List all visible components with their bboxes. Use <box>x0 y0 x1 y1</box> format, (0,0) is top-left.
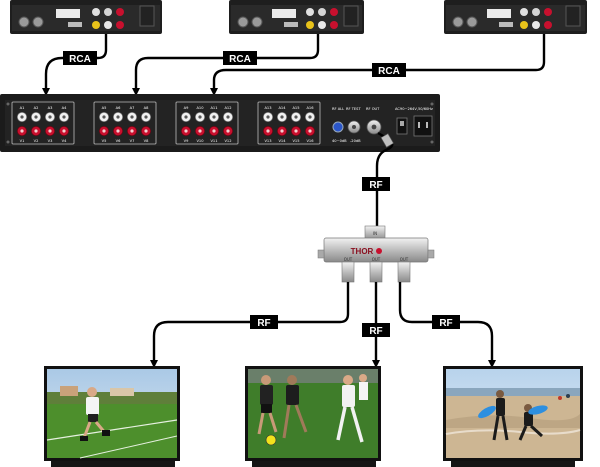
splitter-brand: THOR <box>351 247 374 256</box>
video-port-label: V14 <box>278 139 286 143</box>
video-port-label: V13 <box>264 139 271 143</box>
tv-screen-3 <box>443 366 583 461</box>
svg-text:IN: IN <box>373 231 377 236</box>
svg-text:RF TEST: RF TEST <box>346 107 361 111</box>
audio-port-label: A14 <box>278 106 286 110</box>
video-port-label: V3 <box>48 139 53 143</box>
video-port-label: V5 <box>102 139 107 143</box>
svg-text:RF: RF <box>369 180 382 191</box>
video-port-label: V7 <box>130 139 135 143</box>
audio-port-label: A16 <box>306 106 314 110</box>
audio-port-label: A5 <box>102 106 107 110</box>
svg-text:RF ALL: RF ALL <box>332 107 344 111</box>
rf-splitter: THOR IN OUT OUT OUT <box>317 225 435 283</box>
rf-gain-knob[interactable] <box>332 121 344 133</box>
rf-control-section: RF ALL RF TEST RF OUT 40~0dB -20dB <box>332 107 382 143</box>
audio-port-label: A8 <box>144 106 149 110</box>
audio-port-label: A12 <box>224 106 231 110</box>
receiver-2 <box>229 0 364 34</box>
video-port-label: V9 <box>184 139 189 143</box>
tv-stand-3 <box>451 461 575 467</box>
svg-text:RCA: RCA <box>378 66 400 77</box>
rf-label-center: RF <box>362 323 390 337</box>
audio-port-label: A13 <box>264 106 271 110</box>
svg-text:RCA: RCA <box>69 54 91 65</box>
svg-text:RF OUT: RF OUT <box>366 107 380 111</box>
audio-port-label: A4 <box>62 106 67 110</box>
rf-label-left: RF <box>250 315 278 329</box>
rca-label-3: RCA <box>372 63 406 77</box>
receiver-3 <box>444 0 587 34</box>
video-port-label: V15 <box>292 139 299 143</box>
svg-text:OUT: OUT <box>344 257 353 262</box>
video-port-label: V6 <box>116 139 121 143</box>
svg-text:RF: RF <box>369 326 382 337</box>
audio-port-label: A2 <box>34 106 39 110</box>
receiver-1 <box>10 0 162 34</box>
video-port-label: V10 <box>196 139 204 143</box>
svg-text:-20dB: -20dB <box>350 139 361 143</box>
video-port-label: V1 <box>20 139 25 143</box>
rca-label-2: RCA <box>223 51 257 65</box>
video-port-label: V8 <box>144 139 149 143</box>
svg-text:OUT: OUT <box>372 257 381 262</box>
svg-text:RF: RF <box>439 318 452 329</box>
audio-port-label: A1 <box>20 106 25 110</box>
video-port-label: V16 <box>306 139 314 143</box>
rca-label-1: RCA <box>63 51 97 65</box>
power-section: AC90~264V,50/60Hz <box>395 107 433 137</box>
audio-port-label: A7 <box>130 106 135 110</box>
audio-port-label: A3 <box>48 106 53 110</box>
video-port-label: V11 <box>210 139 217 143</box>
tv-screen-1 <box>44 366 180 461</box>
audio-port-label: A11 <box>210 106 217 110</box>
svg-text:RF: RF <box>257 318 270 329</box>
svg-text:40~0dB: 40~0dB <box>332 139 347 143</box>
audio-port-label: A15 <box>292 106 299 110</box>
rf-label-main: RF <box>362 177 390 191</box>
tv-stand-1 <box>51 461 175 467</box>
video-port-label: V2 <box>34 139 39 143</box>
svg-text:RCA: RCA <box>229 54 251 65</box>
tv-screen-2 <box>245 366 381 461</box>
audio-port-label: A10 <box>196 106 204 110</box>
svg-text:OUT: OUT <box>400 257 409 262</box>
rf-label-right: RF <box>432 315 460 329</box>
audio-port-label: A9 <box>184 106 189 110</box>
svg-text:AC90~264V,50/60Hz: AC90~264V,50/60Hz <box>395 107 433 111</box>
video-port-label: V4 <box>62 139 67 143</box>
power-inlet <box>413 115 433 137</box>
tv-stand-2 <box>252 461 376 467</box>
audio-port-label: A6 <box>116 106 121 110</box>
video-port-label: V12 <box>224 139 231 143</box>
